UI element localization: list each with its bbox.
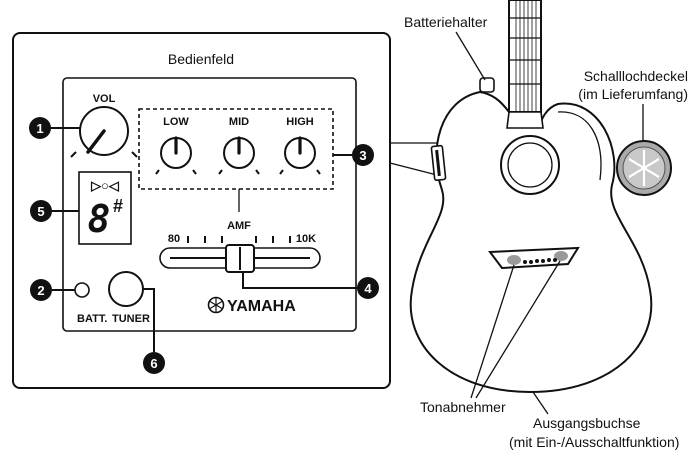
svg-text:6: 6	[150, 356, 157, 371]
inner-panel	[62, 77, 357, 332]
batt-label: BATT.	[77, 313, 107, 325]
label-pickups: Tonabnehmer	[420, 399, 506, 415]
label-soundhole-cover-2: (im Lieferumfang)	[578, 86, 688, 102]
callout-6: 6	[143, 288, 165, 374]
callout-4: 4	[242, 272, 379, 299]
callout-1: 1	[29, 117, 80, 139]
battery-led	[74, 282, 90, 298]
amf-scale-min: 80	[168, 233, 180, 245]
callout-5: 5	[30, 200, 79, 222]
amf-scale-max: 10K	[296, 233, 316, 245]
callout-3: 3	[333, 144, 374, 166]
guitar-illustration	[409, 0, 653, 394]
svg-text:5: 5	[37, 204, 44, 219]
panel-title: Bedienfeld	[168, 51, 234, 67]
eq-group-outline	[138, 108, 334, 190]
tuner-button	[108, 271, 144, 307]
eq-high-knob	[279, 136, 321, 175]
callout-2: 2	[30, 279, 75, 301]
tuner-label: TUNER	[112, 313, 150, 325]
vol-label: VOL	[93, 93, 116, 105]
soundhole-cover	[616, 140, 672, 196]
yamaha-emblem-icon	[207, 296, 225, 314]
amf-slider-thumb	[225, 244, 255, 273]
svg-text:3: 3	[359, 148, 366, 163]
vol-knob	[70, 106, 138, 158]
eq-low-knob	[155, 136, 197, 175]
brand-logo-text: YAMAHA	[227, 298, 296, 315]
tuner-display	[78, 171, 132, 245]
label-battery-holder: Batteriehalter	[404, 14, 488, 30]
label-output-jack-2: (mit Ein-/Ausschaltfunktion)	[509, 434, 679, 450]
tuner-indicator-symbols: ▷○◁	[90, 178, 120, 193]
eq-mid-label: MID	[229, 116, 249, 128]
eq-low-label: LOW	[163, 116, 189, 128]
svg-text:2: 2	[37, 283, 44, 298]
label-output-jack-1: Ausgangsbuchse	[533, 415, 641, 431]
tuner-note-digit: 8	[88, 197, 111, 241]
tuner-sharp-sign: #	[113, 196, 123, 216]
label-soundhole-cover-1: Schalllochdeckel	[584, 68, 688, 84]
amf-scale-ticks	[187, 236, 291, 243]
eq-mid-knob	[218, 136, 260, 175]
control-panel-frame	[12, 32, 391, 389]
eq-high-label: HIGH	[286, 116, 314, 128]
svg-text:1: 1	[36, 121, 43, 136]
svg-text:4: 4	[364, 281, 372, 296]
amf-label: AMF	[227, 220, 251, 232]
